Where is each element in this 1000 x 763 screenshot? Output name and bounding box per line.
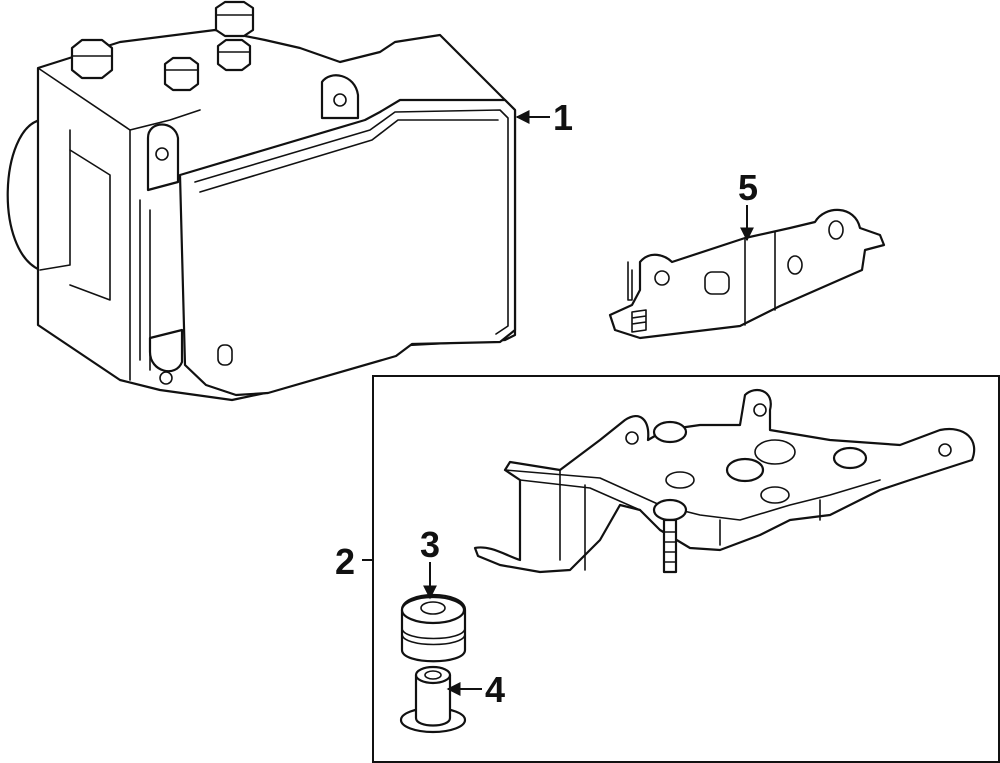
callout-5: 5 bbox=[738, 167, 758, 208]
callout-2: 2 bbox=[335, 541, 355, 582]
upper-bracket[interactable] bbox=[608, 208, 886, 340]
callout-4: 4 bbox=[485, 669, 505, 710]
port-nut bbox=[70, 38, 114, 80]
collar[interactable] bbox=[399, 665, 467, 734]
port-nut bbox=[214, 0, 255, 38]
port-nut bbox=[216, 38, 252, 72]
grommet[interactable] bbox=[400, 594, 467, 663]
callout-3: 3 bbox=[420, 524, 440, 565]
lower-bracket-assembly[interactable] bbox=[473, 388, 976, 574]
port-nut bbox=[163, 56, 200, 92]
abs-modulator-unit[interactable] bbox=[6, 0, 517, 402]
assembly-2-frame bbox=[372, 375, 1000, 763]
callout-1: 1 bbox=[553, 97, 573, 138]
